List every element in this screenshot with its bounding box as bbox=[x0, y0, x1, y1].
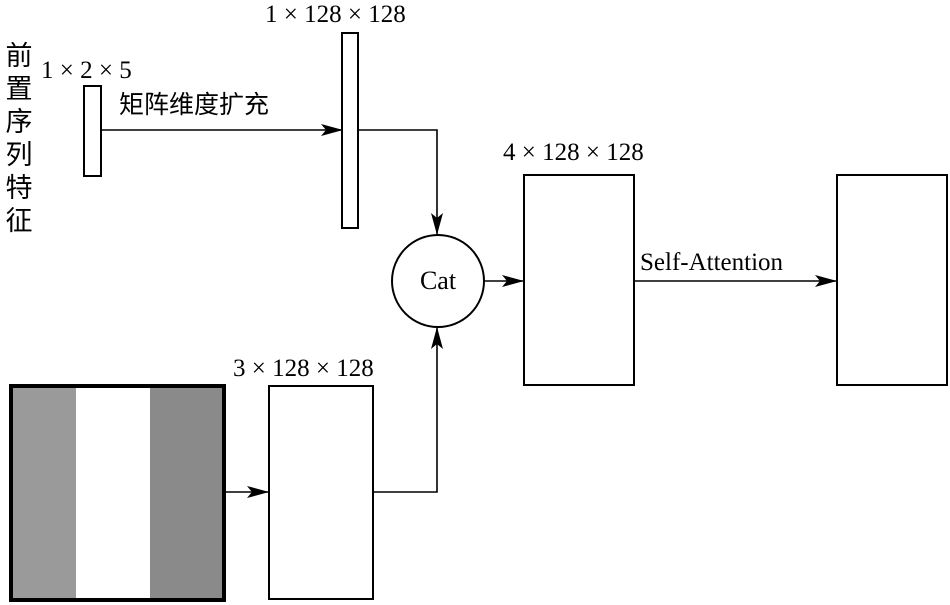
expanded-shape-label: 1 × 128 × 128 bbox=[265, 1, 406, 28]
expanded-to-cat-arrow bbox=[358, 129, 443, 235]
side-label: 前置序列特征 bbox=[5, 41, 33, 237]
image-to-cat-arrow bbox=[373, 327, 443, 493]
concat-shape-label: 4 × 128 × 128 bbox=[503, 139, 644, 166]
expanded-matrix-box bbox=[341, 32, 359, 229]
attention-label: Self-Attention bbox=[640, 249, 784, 276]
image-feature-box bbox=[268, 385, 374, 600]
input-image bbox=[9, 384, 226, 602]
output-feature-box bbox=[836, 174, 948, 386]
sequence-feature-box bbox=[83, 85, 102, 177]
image-shape-label: 3 × 128 × 128 bbox=[233, 355, 374, 382]
expand-label: 矩阵维度扩充 bbox=[119, 90, 270, 119]
cat-label: Cat bbox=[419, 266, 457, 295]
concat-feature-box bbox=[523, 174, 635, 386]
sequence-shape-label: 1 × 2 × 5 bbox=[41, 57, 132, 84]
